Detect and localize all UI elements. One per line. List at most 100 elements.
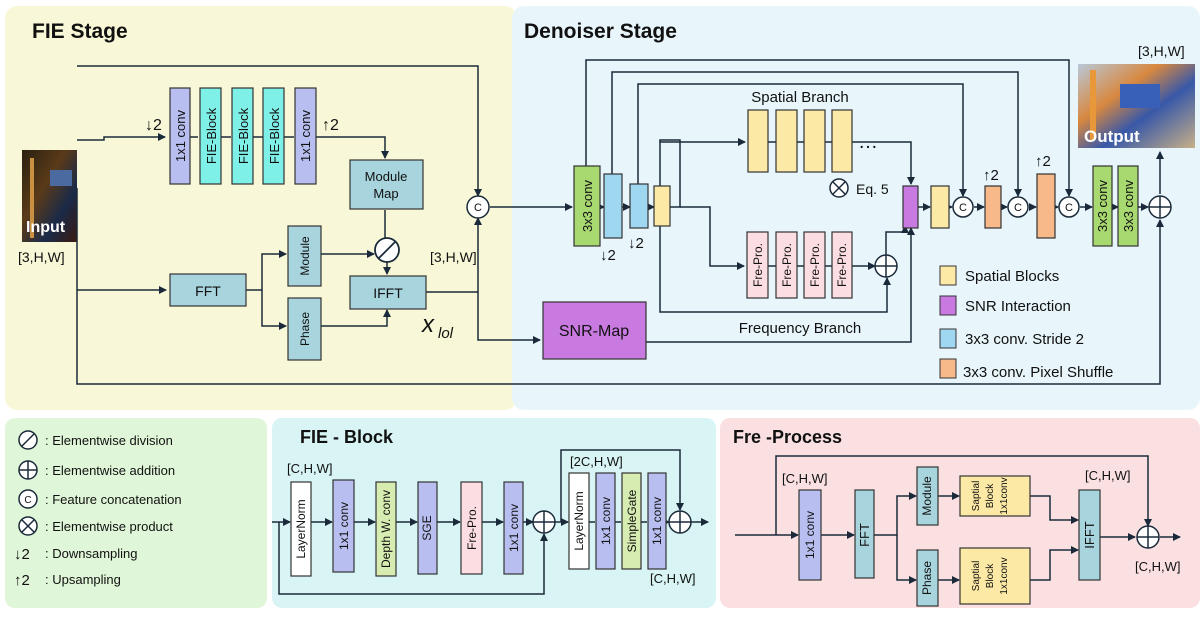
fie-phase-label: Phase [298,312,312,346]
fre-pro-4-label: Fre-Pro. [835,243,849,287]
fre-saptial-block-2 [959,547,1031,605]
denoiser-up-2: ↑2 [1035,153,1051,170]
fre-saptial-block-1 [959,475,1031,517]
fie-module-box [287,225,322,287]
fie-stage-title: FIE Stage [32,20,128,43]
fie-1x1-conv-b-label: 1x1 conv [507,504,521,552]
fie-block-1-label: FIE-Block [204,107,219,164]
fie-block-1 [199,87,222,185]
legend-swatch-stride [939,328,957,349]
x-lol-subscript: lol [438,325,454,342]
fre-pro-3 [803,231,826,299]
fie-layernorm-2-label: LayerNorm [572,491,586,550]
fie-sge [417,481,438,575]
fre-pro-2-label: Fre-Pro. [780,243,794,287]
input-label: Input [26,219,66,236]
fie-block-2 [231,87,254,185]
input-dim: [3,H,W] [18,249,65,265]
denoiser-stage-title: Denoiser Stage [524,20,677,43]
module-map-label-1: Module [365,169,408,184]
concat-letter: C [24,495,31,506]
product-icon [18,516,38,536]
symbols-panel [5,418,267,608]
fre-conv [798,489,822,581]
concat-icon [18,489,38,509]
denoiser-down-2: ↓2 [628,235,644,252]
fie-1x1-conv-c [595,472,616,570]
fie-1x1-conv-a-label: 1x1 conv [337,502,351,550]
fie-layernorm [290,481,312,577]
denoiser-conv-out-1 [1092,165,1113,247]
denoiser-stage-panel [512,6,1200,410]
denoiser-concat-icon-2: C [1007,196,1029,218]
fre-sb2-line3: 1x1conv [999,557,1010,594]
x-lol-symbol: x [421,311,435,338]
stride-conv-2 [629,183,649,229]
spatial-block-1 [747,109,769,173]
division-icon [374,237,400,263]
fie-fre-pro-label: Fre-Pro. [465,506,479,550]
product-icon [829,178,849,198]
denoiser-conv-out-2-label: 3x3 conv [1121,179,1136,232]
spatial-block-3 [803,109,826,173]
fre-fft-label: FFT [857,523,872,547]
symbol-up-label: : Upsampling [45,572,121,587]
fre-pro-2 [775,231,798,299]
fre-module-label: Module [920,476,934,516]
output-label: Output [1084,127,1140,146]
fie-simplegate [621,472,642,570]
symbol-division-label: : Elementwise division [45,433,173,448]
spatial-block-exit [930,185,950,229]
module-map-label-2: Map [373,186,398,201]
fie-block-3-label: FIE-Block [267,107,282,164]
fie-module-label: Module [298,236,312,276]
fie-fft-box [169,273,247,307]
fie-1x1-conv-a [332,479,355,573]
spatial-block-4 [831,109,853,173]
symbol-concat-label: : Feature concatenation [45,492,182,507]
legend-swatch-snr [939,295,957,316]
fie-layernorm-2 [568,472,590,570]
fie-depthwise-label: Depth W. conv [379,490,393,568]
fie-1x1-conv-c-label: 1x1 conv [599,497,613,545]
legend: Spatial Blocks SNR Interaction 3x3 conv.… [939,265,1113,381]
legend-swatch-spatial [939,265,957,286]
input-image-detail [50,170,72,186]
denoiser-conv-in [573,165,601,247]
down-icon: ↓2 [14,546,30,563]
snr-map-label: SNR-Map [559,323,629,340]
spatial-branch-label: Spatial Branch [751,89,849,106]
spatial-block-2 [775,109,798,173]
stride-conv-1 [603,173,623,239]
fie-block-addition-icon-1 [532,510,556,534]
fie-block-dim-out: [C,H,W] [650,571,696,586]
fie-ifft-label: IFFT [373,285,403,301]
frequency-branch-label: Frequency Branch [739,320,862,337]
fre-module [916,466,939,526]
module-map-box [349,159,424,210]
denoiser-concat-icon-1: C [952,196,974,218]
fre-process-title: Fre -Process [733,427,842,447]
eq5-label: Eq. 5 [856,181,889,197]
symbol-addition-label: : Elementwise addition [45,463,175,478]
svg-text:C: C [1014,202,1022,214]
legend-swatch-shuffle [939,358,957,379]
denoiser-addition-icon [874,254,898,278]
fre-sb1-line3: 1x1conv [999,477,1010,514]
legend-shuffle: 3x3 conv. Pixel Shuffle [963,364,1113,381]
fie-layernorm-label: LayerNorm [294,499,308,558]
fre-sb1-line2: Block [985,483,996,508]
fie-ifft-box [349,275,427,310]
fre-phase-label: Phase [920,561,934,595]
output-image-detail [1120,84,1160,108]
fie-conv-out-label: 1x1 conv [298,109,313,162]
fie-fft-label: FFT [195,283,221,299]
addition-icon [18,460,38,480]
fie-conv-in [169,87,191,185]
pixel-shuffle-1 [984,185,1002,229]
fre-pro-4 [831,231,853,299]
downsample-label: ↓2 [145,117,162,134]
legend-spatial: Spatial Blocks [965,268,1059,285]
fre-ifft [1078,489,1101,581]
